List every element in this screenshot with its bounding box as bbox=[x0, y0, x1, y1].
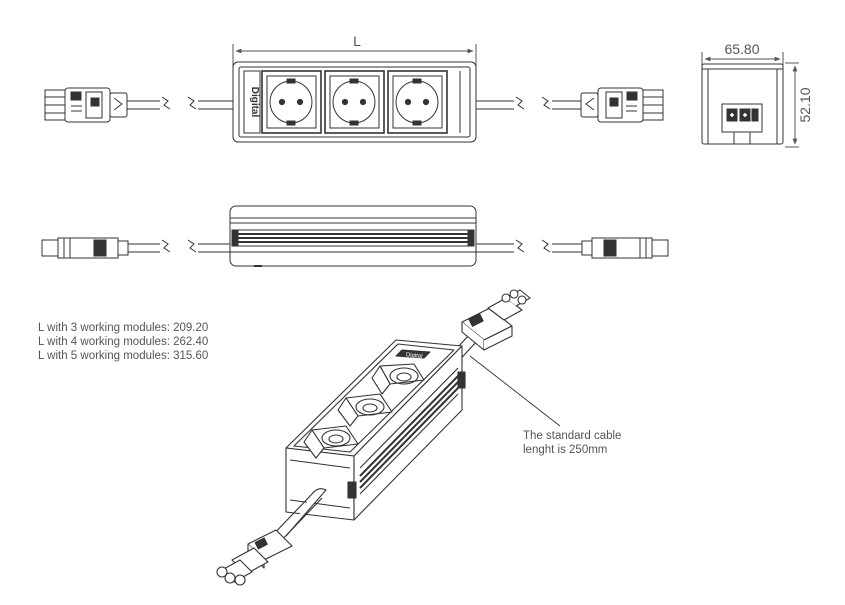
socket-top-3 bbox=[387, 70, 448, 134]
top-view: L Digital bbox=[44, 33, 664, 143]
length-4-modules: L with 4 working modules: 262.40 bbox=[38, 336, 209, 348]
brand-mark-top: Digital bbox=[249, 87, 260, 118]
cable-note-line1: The standard cable bbox=[523, 430, 622, 442]
iso-socket-1 bbox=[371, 363, 425, 395]
powerbar-body-side bbox=[229, 205, 477, 267]
left-connector-side bbox=[41, 237, 129, 259]
cable-note-line2: lenght is 250mm bbox=[523, 444, 608, 456]
end-view: 65.80 52.10 bbox=[701, 41, 813, 148]
cable-note: The standard cable lenght is 250mm bbox=[523, 429, 673, 457]
length-table: L with 3 working modules: 209.20 L with … bbox=[38, 321, 208, 363]
height-dimension: 52.10 bbox=[785, 62, 813, 148]
leader-line bbox=[469, 355, 561, 427]
length-3-modules: L with 3 working modules: 209.20 bbox=[38, 322, 209, 334]
socket-top-2 bbox=[324, 70, 385, 134]
height-value: 52.10 bbox=[797, 87, 813, 122]
socket-top-1 bbox=[261, 70, 322, 134]
iso-powerbar-body: Digital bbox=[285, 339, 466, 521]
length-dimension: L bbox=[232, 33, 477, 66]
powerbar-body-top: Digital bbox=[232, 61, 477, 143]
brand-mark-iso: Digital bbox=[405, 352, 422, 360]
right-connector-top bbox=[580, 87, 664, 123]
width-value: 65.80 bbox=[724, 41, 759, 57]
width-dimension: 65.80 bbox=[701, 41, 784, 66]
left-connector-top bbox=[44, 87, 128, 123]
side-view bbox=[41, 205, 669, 267]
iso-socket-3 bbox=[303, 425, 359, 459]
iso-socket-2 bbox=[337, 393, 393, 427]
isometric-view: Digital bbox=[216, 289, 561, 586]
end-profile bbox=[701, 63, 784, 145]
iso-top-connector bbox=[445, 289, 531, 367]
length-5-modules: L with 5 working modules: 315.60 bbox=[38, 350, 209, 362]
length-label: L bbox=[353, 33, 361, 49]
iso-bottom-connector bbox=[216, 488, 327, 586]
right-connector-side bbox=[581, 237, 669, 259]
